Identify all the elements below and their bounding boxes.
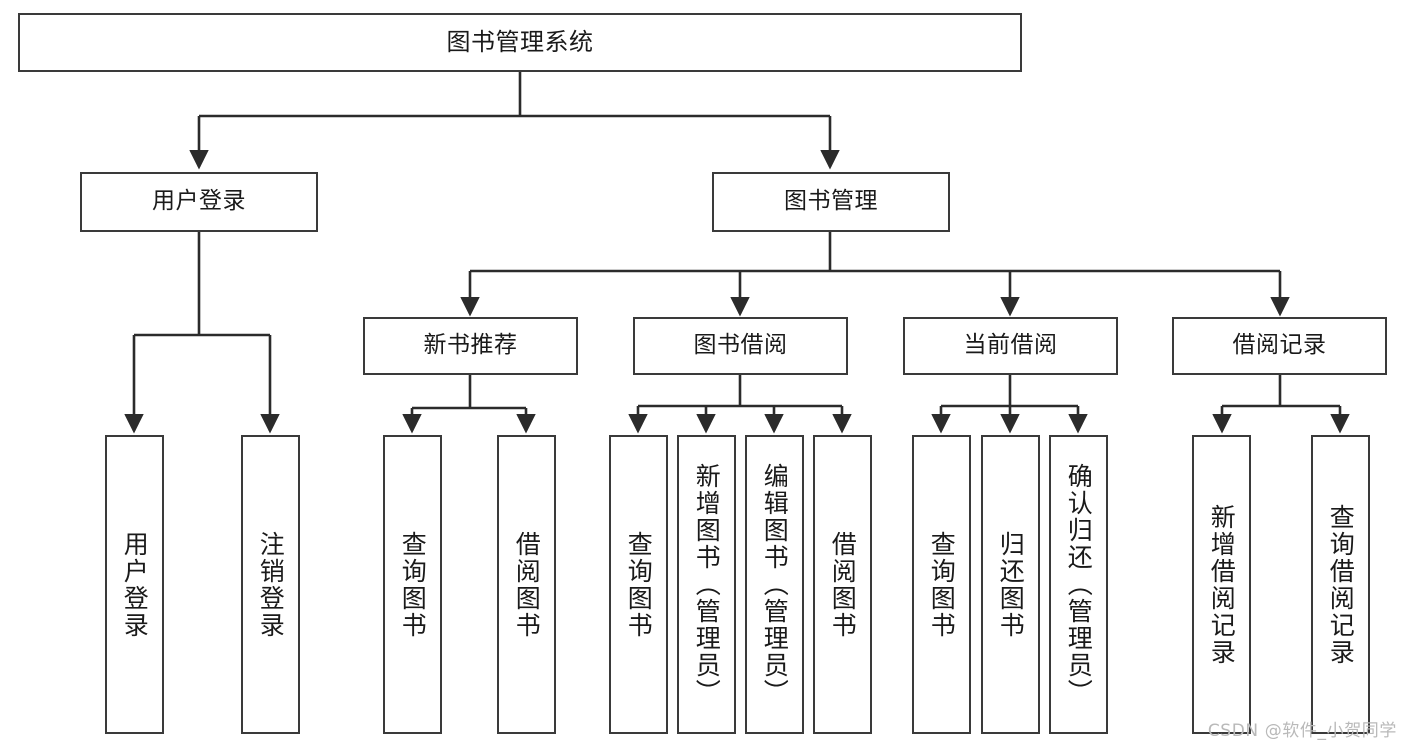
node-current-borrow[interactable]: 当前借阅: [903, 317, 1118, 375]
csdn-watermark: CSDN @软件_小贺同学: [1207, 721, 1397, 741]
node-root[interactable]: 图书管理系统: [18, 13, 1022, 72]
node-leaf-query-book-1-label: 查询图书: [398, 530, 428, 639]
node-new-book-rec-label: 新书推荐: [423, 332, 518, 359]
node-leaf-query-book-3-label: 查询图书: [927, 530, 957, 639]
node-borrow-record[interactable]: 借阅记录: [1172, 317, 1387, 375]
node-leaf-confirm-return[interactable]: 确认归还（管理员）: [1049, 435, 1108, 734]
node-leaf-add-book[interactable]: 新增图书（管理员）: [677, 435, 736, 734]
node-leaf-user-login-label: 用户登录: [120, 530, 150, 639]
node-leaf-add-record-label: 新增借阅记录: [1207, 503, 1237, 666]
node-book-borrow-label: 图书借阅: [693, 332, 788, 359]
node-leaf-user-logout-label: 注销登录: [256, 530, 286, 639]
node-leaf-add-book-label: 新增图书（管理员）: [692, 463, 722, 706]
node-current-borrow-label: 当前借阅: [963, 332, 1058, 359]
node-leaf-return-book[interactable]: 归还图书: [981, 435, 1040, 734]
node-book-borrow[interactable]: 图书借阅: [633, 317, 848, 375]
node-leaf-borrow-book-1-label: 借阅图书: [512, 530, 542, 639]
node-new-book-rec[interactable]: 新书推荐: [363, 317, 578, 375]
node-root-label: 图书管理系统: [446, 28, 594, 57]
node-leaf-user-logout[interactable]: 注销登录: [241, 435, 300, 734]
node-book-manage[interactable]: 图书管理: [712, 172, 950, 232]
node-leaf-query-book-3[interactable]: 查询图书: [912, 435, 971, 734]
node-leaf-query-book-2-label: 查询图书: [624, 530, 654, 639]
node-leaf-query-book-1[interactable]: 查询图书: [383, 435, 442, 734]
node-leaf-borrow-book-1[interactable]: 借阅图书: [497, 435, 556, 734]
node-user-login[interactable]: 用户登录: [80, 172, 318, 232]
node-leaf-confirm-return-label: 确认归还（管理员）: [1064, 463, 1094, 706]
node-book-manage-label: 图书管理: [784, 188, 878, 215]
node-leaf-edit-book[interactable]: 编辑图书（管理员）: [745, 435, 804, 734]
node-user-login-label: 用户登录: [152, 188, 246, 215]
node-borrow-record-label: 借阅记录: [1232, 332, 1327, 359]
node-leaf-query-record[interactable]: 查询借阅记录: [1311, 435, 1370, 734]
node-leaf-return-book-label: 归还图书: [996, 530, 1026, 639]
node-leaf-user-login[interactable]: 用户登录: [105, 435, 164, 734]
node-leaf-borrow-book-2[interactable]: 借阅图书: [813, 435, 872, 734]
node-leaf-borrow-book-2-label: 借阅图书: [828, 530, 858, 639]
node-leaf-query-book-2[interactable]: 查询图书: [609, 435, 668, 734]
node-leaf-query-record-label: 查询借阅记录: [1326, 503, 1356, 666]
node-leaf-add-record[interactable]: 新增借阅记录: [1192, 435, 1251, 734]
node-leaf-edit-book-label: 编辑图书（管理员）: [760, 463, 790, 706]
